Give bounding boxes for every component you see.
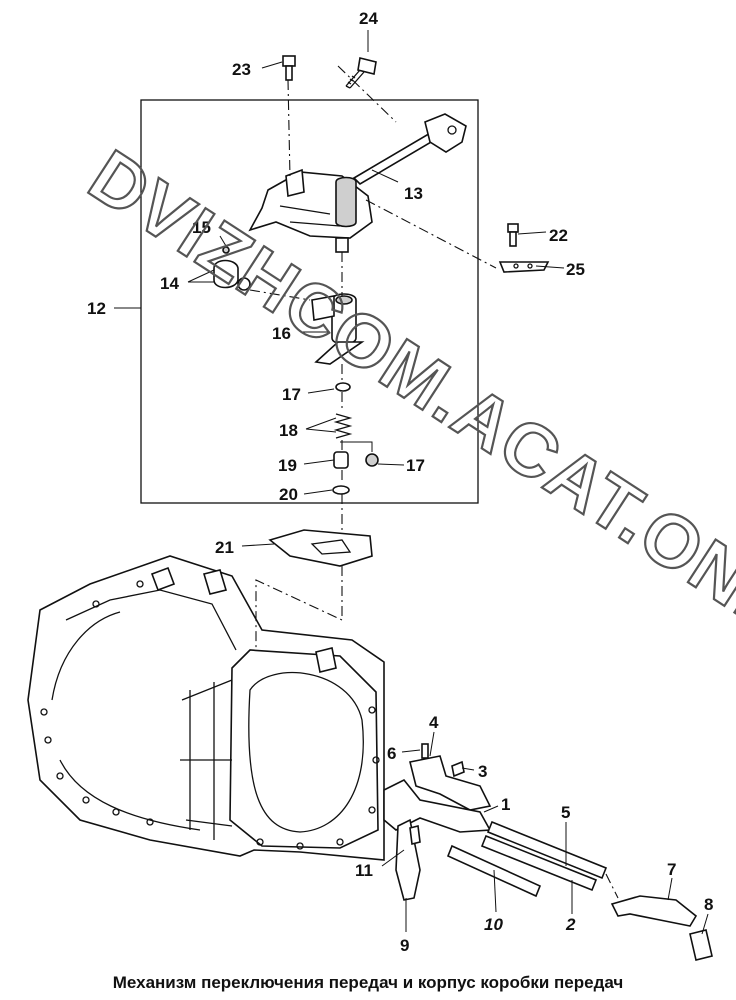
callout-11: 11 (355, 861, 373, 880)
part-interlock-14 (213, 259, 251, 291)
callout-19: 19 (278, 456, 297, 475)
leader-line (381, 849, 405, 867)
leader-line (461, 767, 475, 771)
part-bolt-23 (282, 55, 296, 81)
callout-2: 2 (565, 915, 576, 934)
leader-line (305, 417, 337, 433)
leader-line (483, 805, 499, 813)
part-plug-19 (333, 451, 349, 469)
callout-4: 4 (429, 713, 439, 732)
part-detent-8 (689, 929, 713, 961)
alignment-line (287, 79, 291, 179)
callout-15: 15 (192, 218, 211, 237)
leader-line (517, 231, 547, 235)
diagram-caption: Механизм переключения передач и корпус к… (113, 973, 624, 992)
leader-line (241, 543, 275, 547)
part-washer-20 (332, 485, 350, 495)
part-shift-fork-4 (409, 743, 492, 811)
leader-line (377, 463, 405, 466)
callout-17-upper: 17 (282, 385, 301, 404)
leader-line (303, 489, 333, 495)
callout-13: 13 (404, 184, 423, 203)
callout-25: 25 (566, 260, 585, 279)
callout-20: 20 (279, 485, 298, 504)
callout-8: 8 (704, 895, 713, 914)
callout-1: 1 (501, 795, 510, 814)
part-shift-rail-2 (480, 834, 598, 892)
part-bolt-22 (507, 223, 519, 247)
leader-line (187, 269, 215, 283)
callout-18: 18 (279, 421, 298, 440)
leader-line (340, 441, 373, 452)
callout-17-lower: 17 (406, 456, 425, 475)
part-pin-3 (451, 760, 465, 778)
part-shift-shaft-13 (352, 113, 467, 186)
callout-16: 16 (272, 324, 291, 343)
part-shift-arm-16 (311, 293, 365, 365)
callout-5: 5 (561, 803, 570, 822)
assembly-boundary-box (140, 99, 479, 504)
alignment-line (337, 65, 397, 123)
part-shift-fork-7 (610, 895, 698, 927)
leader-line (303, 459, 335, 465)
part-gasket-21 (268, 529, 373, 567)
leader-line (667, 877, 673, 901)
alignment-line (605, 873, 619, 899)
leader-line (401, 749, 421, 753)
leader-line (535, 265, 565, 269)
callout-12: 12 (87, 299, 106, 318)
callout-24: 24 (359, 9, 378, 28)
alignment-line (365, 199, 497, 269)
callout-3: 3 (478, 762, 487, 781)
part-shift-rail-5 (486, 820, 608, 880)
part-bolt-24 (345, 57, 377, 89)
leader-line (219, 235, 227, 247)
callout-14: 14 (160, 274, 179, 293)
callout-6: 6 (387, 744, 396, 763)
part-washer-17-lower (365, 453, 379, 467)
leader-line (701, 913, 709, 935)
leader-line (307, 388, 335, 394)
part-shift-housing (248, 168, 373, 253)
leader-line (261, 61, 283, 69)
callout-22: 22 (549, 226, 568, 245)
alignment-line (255, 566, 343, 648)
leader-line (429, 731, 435, 757)
part-shift-rail-11 (409, 825, 421, 845)
part-bracket-25 (498, 261, 550, 273)
callout-9: 9 (400, 936, 409, 955)
part-transmission-case (27, 555, 385, 861)
callout-7: 7 (667, 860, 676, 879)
part-spring-18 (333, 413, 353, 439)
leader-line (371, 169, 399, 183)
callout-10: 10 (484, 915, 503, 934)
part-pin-15 (222, 246, 230, 254)
callout-21: 21 (215, 538, 234, 557)
leader-line (493, 869, 497, 913)
callout-23: 23 (232, 60, 251, 79)
part-washer-17-upper (335, 382, 351, 392)
